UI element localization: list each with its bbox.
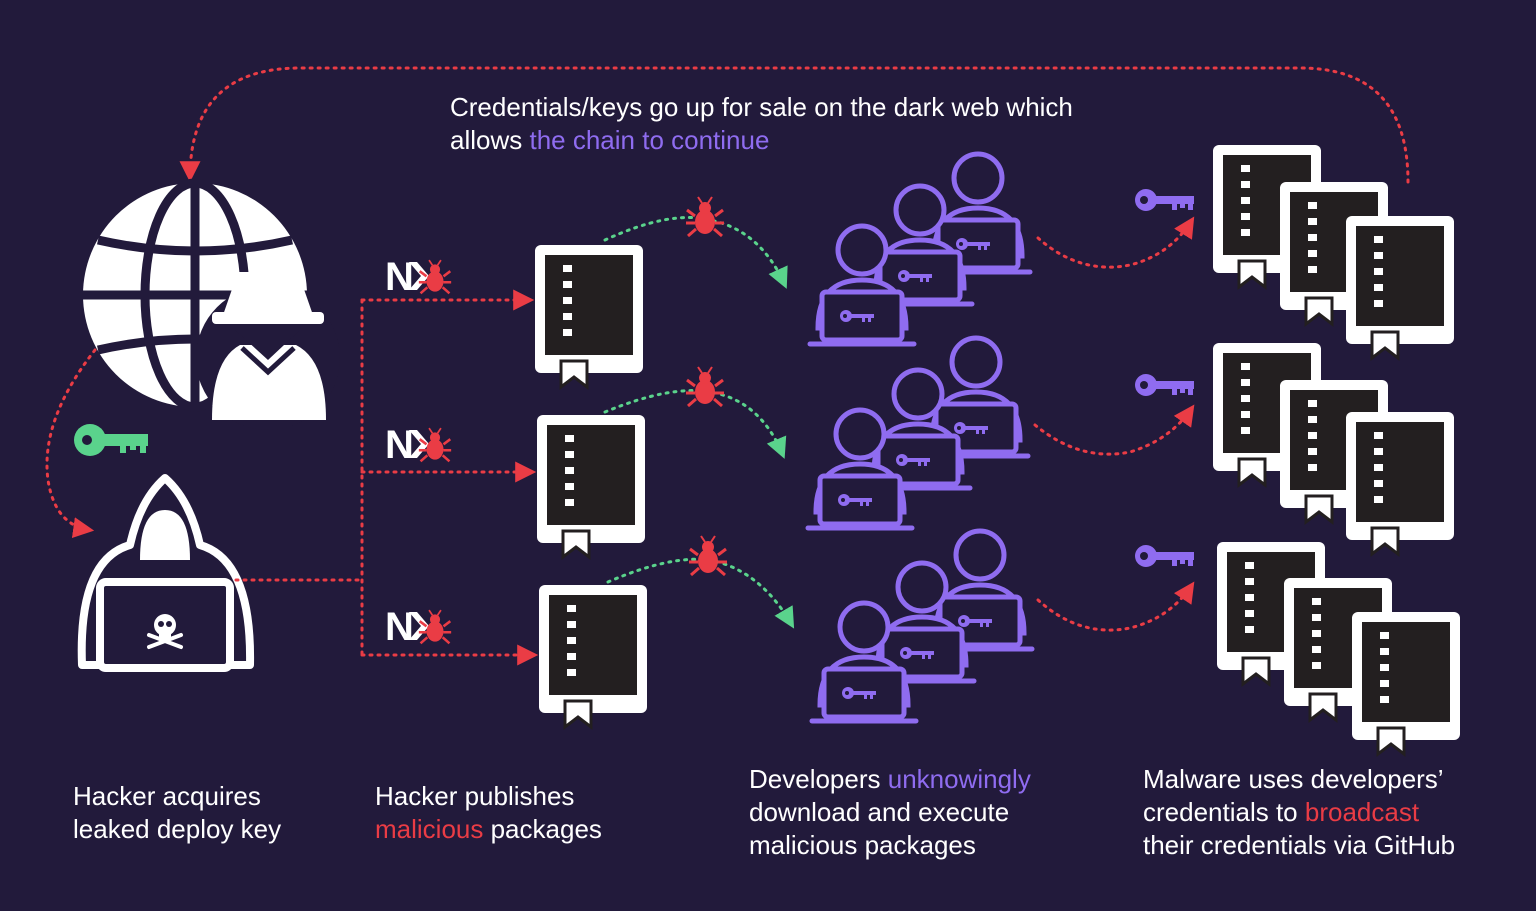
- book-icon: [535, 413, 647, 559]
- caption-hacker-publishes: Hacker publishes malicious packages: [375, 781, 602, 844]
- developer-icon: [812, 531, 1032, 721]
- key-icon: [1135, 189, 1194, 211]
- key-icon: [1135, 545, 1194, 567]
- broadcast-arrow: [1033, 404, 1195, 456]
- credential-book-stack: [1215, 540, 1462, 756]
- nx-logo-icon: [385, 605, 451, 649]
- top-caption-line2: allows the chain to continue: [450, 125, 770, 155]
- book-icon: [533, 243, 645, 389]
- download-arrow: [603, 389, 787, 459]
- flow-arrow-globe-to-hacker: [45, 348, 97, 539]
- developer-icon: [810, 154, 1030, 344]
- bug-icon: [684, 365, 726, 408]
- key-icon: [1135, 374, 1194, 396]
- top-caption-line1: Credentials/keys go up for sale on the d…: [450, 92, 1073, 122]
- caption-developers: Developers unknowingly download and exec…: [749, 764, 1031, 860]
- loop-arrow: [179, 66, 1410, 184]
- caption-hacker-acquires: Hacker acquires leaked deploy key: [73, 781, 282, 844]
- top-caption: Credentials/keys go up for sale on the d…: [450, 91, 1073, 157]
- download-arrow: [603, 216, 788, 289]
- broadcast-arrow: [1036, 216, 1195, 269]
- key-icon: [74, 424, 148, 456]
- nx-logo-icon: [385, 255, 451, 299]
- nx-logo-icon: [385, 423, 451, 467]
- top-caption-highlight: the chain to continue: [529, 125, 770, 155]
- bug-icon: [687, 534, 729, 577]
- publish-branch-lines: [234, 289, 539, 666]
- credential-book-stack: [1211, 341, 1456, 556]
- broadcast-arrow: [1036, 581, 1195, 632]
- caption-malware: Malware uses developers’ credentials to …: [1143, 764, 1456, 860]
- skull-icon: [147, 614, 183, 649]
- spy-icon: [196, 272, 340, 430]
- credential-book-stack: [1211, 143, 1456, 360]
- book-icon: [537, 583, 649, 729]
- developer-icon: [808, 338, 1028, 528]
